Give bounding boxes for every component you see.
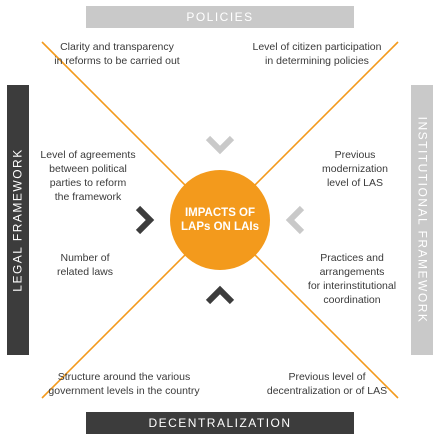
decentralization-band: DECENTRALIZATION: [86, 412, 354, 434]
decentralization-label: DECENTRALIZATION: [148, 416, 292, 430]
legal-framework-band: LEGAL FRAMEWORK: [7, 85, 29, 355]
label-clarity-transparency: Clarity and transparency in reforms to b…: [54, 41, 180, 67]
label-political-agreements: Level of agreements between political pa…: [40, 149, 136, 203]
label-related-laws: Number of related laws: [56, 252, 114, 278]
center-title-line1: IMPACTS OF: [184, 207, 256, 219]
center-circle: IMPACTS OF LAPs ON LAIs: [170, 170, 270, 270]
label-government-levels: Structure around the various government …: [48, 371, 200, 397]
institutional-framework-band: INSTITUTIONAL FRAMEWORK: [411, 85, 433, 355]
label-decentralization-level: Previous level of decentralization or of…: [266, 371, 388, 397]
label-interinstitutional-coordination: Practices and arrangements for interinst…: [307, 252, 397, 306]
label-modernization-level: Previous modernization level of LAS: [322, 149, 388, 189]
chevron-down-icon: [205, 135, 235, 155]
label-citizen-participation: Level of citizen participation in determ…: [252, 41, 382, 67]
chevron-up-icon: [205, 285, 235, 305]
policies-label: POLICIES: [186, 10, 254, 24]
chevron-left-icon: [285, 205, 305, 235]
chevron-right-icon: [135, 205, 155, 235]
policies-band: POLICIES: [86, 6, 354, 28]
center-title-line2: LAPs ON LAIs: [181, 221, 259, 233]
